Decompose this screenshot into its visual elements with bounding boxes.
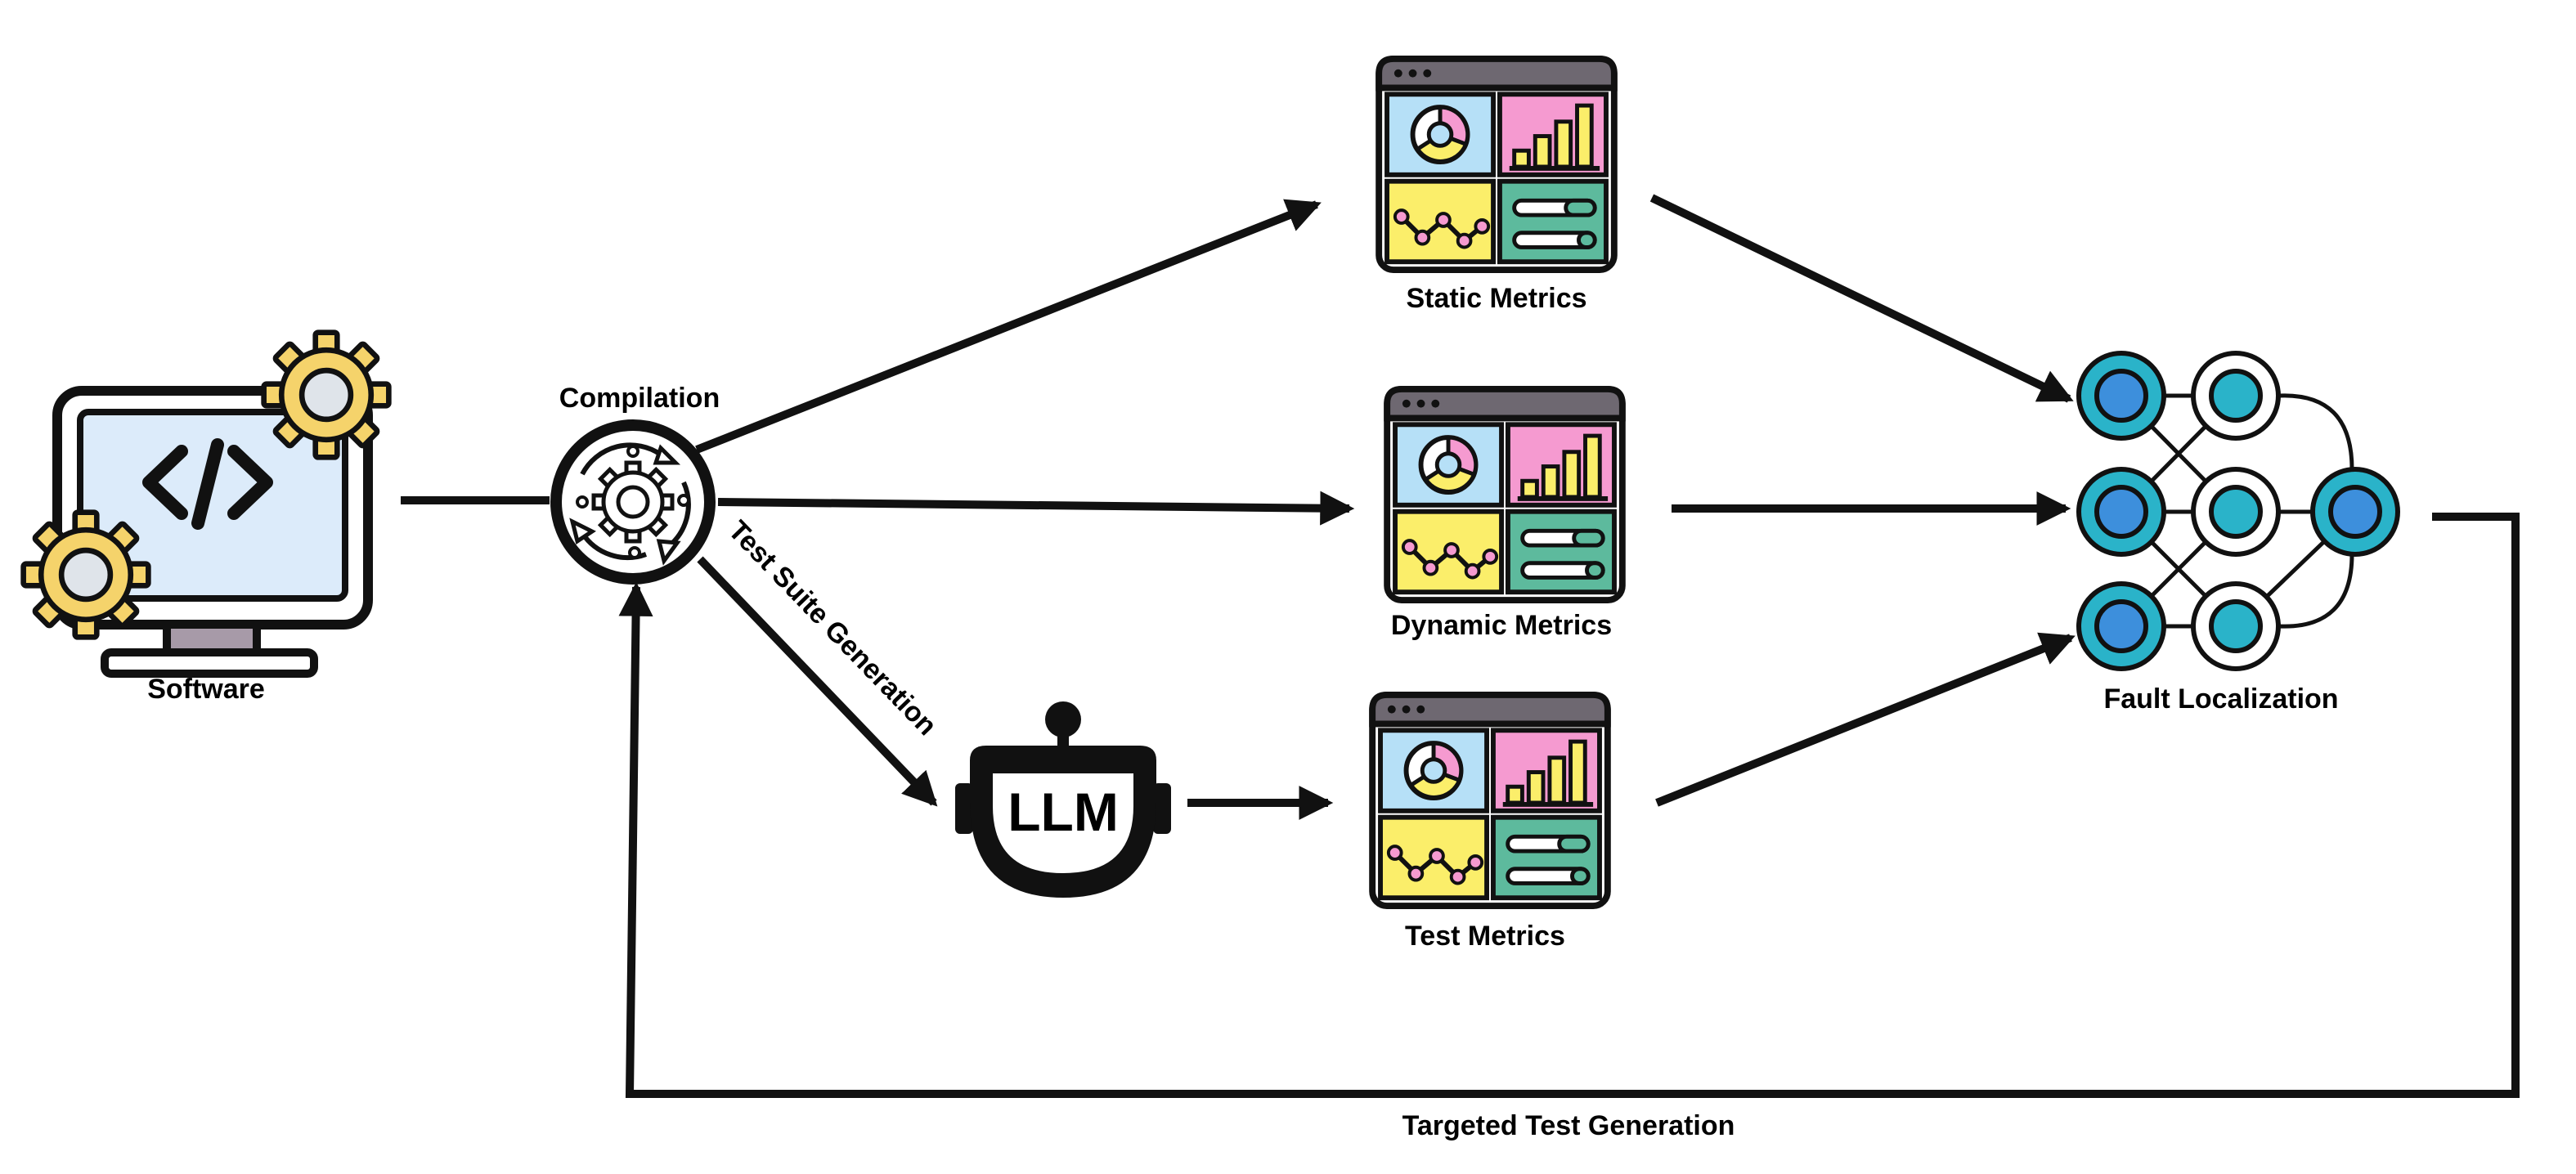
test-suite-generation-label: Test Suite Generation	[722, 515, 943, 742]
edge-test-fault	[1655, 632, 2076, 807]
static-metrics-icon	[1379, 59, 1614, 270]
compilation-gear-icon	[550, 419, 716, 585]
connectors	[401, 194, 2520, 1098]
test-metrics-icon	[1372, 695, 1608, 906]
dynamic-metrics-icon	[1387, 389, 1622, 600]
targeted-test-generation-label: Targeted Test Generation	[1402, 1110, 1735, 1141]
edge-compilation-llm	[697, 556, 938, 807]
edge-compilation-dynamic	[717, 491, 1355, 526]
static-metrics-label: Static Metrics	[1406, 283, 1586, 314]
edge-feedback-loop	[618, 513, 2520, 1098]
llm-label: LLM	[1008, 782, 1119, 842]
edge-static-fault	[1649, 194, 2074, 403]
software-label: Software	[147, 674, 265, 705]
llm-robot-icon: LLM	[955, 701, 1171, 898]
test-metrics-label: Test Metrics	[1405, 921, 1565, 952]
fault-localization-label: Fault Localization	[2103, 683, 2338, 715]
compilation-label: Compilation	[559, 383, 720, 414]
edge-compilation-static	[695, 199, 1322, 454]
neural-network-icon	[2076, 351, 2400, 671]
dynamic-metrics-label: Dynamic Metrics	[1391, 610, 1612, 641]
software-monitor-icon	[24, 333, 389, 678]
